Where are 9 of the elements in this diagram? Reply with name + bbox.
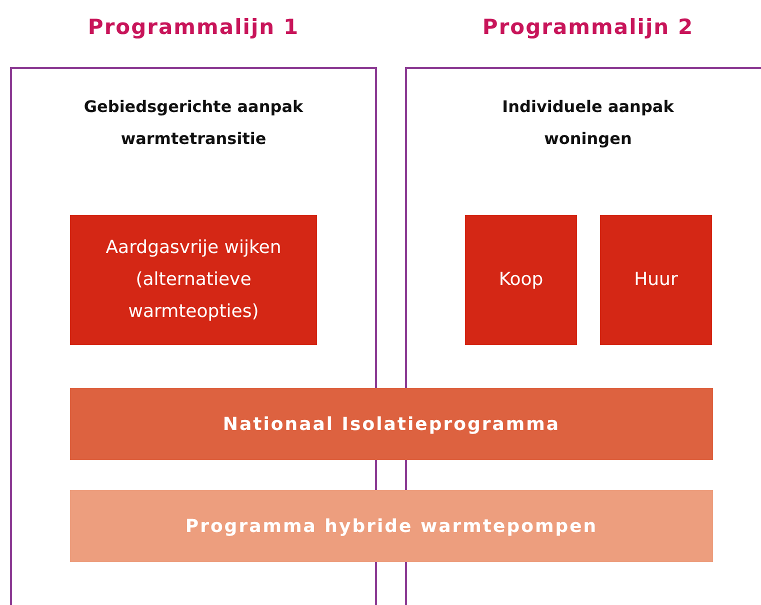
column-subtitle: Individuele aanpak woningen (501, 96, 675, 150)
column-heading: Programmalijn 1 (86, 15, 300, 39)
column-subtitle: Gebiedsgerichte aanpak warmtetransitie (82, 96, 304, 150)
program-bar: Programma hybride warmtepompen (70, 490, 713, 562)
program-box: Aardgasvrije wijken (alternatieve warmteopties) (70, 215, 317, 345)
column-heading: Programmalijn 2 (481, 15, 695, 39)
program-box: Huur (600, 215, 712, 345)
program-box: Koop (465, 215, 577, 345)
program-bar: Nationaal Isolatieprogramma (70, 388, 713, 460)
